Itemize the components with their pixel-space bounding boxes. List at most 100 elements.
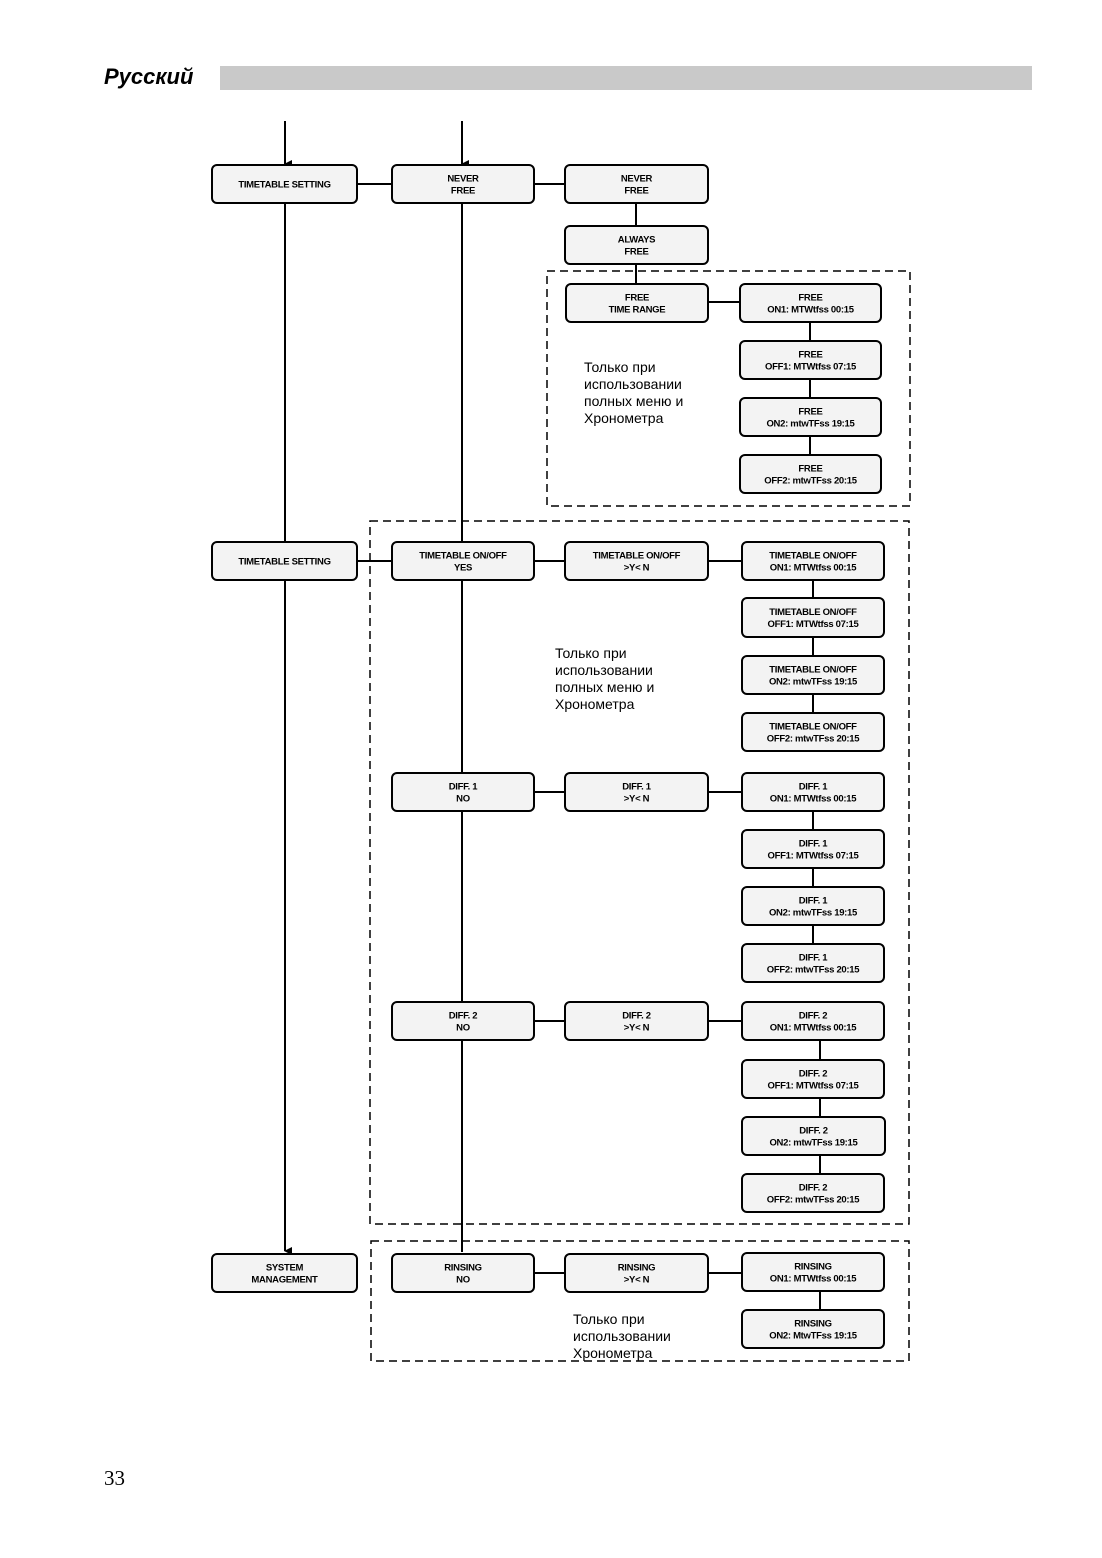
box-frame — [564, 1253, 709, 1293]
box-label-line: FREE — [624, 186, 648, 197]
box-label-line: OFF1: MTWtfss 07:15 — [765, 362, 857, 373]
box-label-line: TIMETABLE ON/OFF — [769, 665, 857, 676]
box-label-line: RINSING — [618, 1263, 656, 1274]
box-label-line: ON1: MTWtfss 00:15 — [770, 1023, 857, 1034]
box-timetable-setting-2: TIMETABLE SETTING — [211, 541, 358, 581]
box-frame — [741, 597, 885, 638]
box-label-line: DIFF. 2 — [622, 1011, 651, 1022]
box-frame — [211, 1253, 358, 1293]
box-frame — [741, 712, 885, 752]
note-line: полных меню и — [555, 679, 654, 695]
note-line: использовании — [584, 376, 682, 392]
box-label-line: TIMETABLE ON/OFF — [769, 607, 857, 618]
header-bar — [220, 66, 1032, 90]
box-label-line: FREE — [624, 247, 648, 258]
box-frame — [741, 1173, 885, 1213]
box-label-line: RINSING — [794, 1319, 832, 1330]
box-frame — [739, 454, 882, 494]
box-label-line: ALWAYS — [618, 235, 655, 246]
note-line: полных меню и — [584, 393, 683, 409]
box-frame — [741, 829, 885, 869]
timetable-group — [369, 520, 910, 1225]
box-frame — [741, 1309, 885, 1349]
language-label: Русский — [104, 64, 194, 89]
box-label-line: SYSTEM — [266, 1263, 304, 1274]
box-frame — [741, 655, 885, 695]
box-label-line: DIFF. 2 — [799, 1126, 828, 1137]
box-frame — [391, 1253, 535, 1293]
box-label-line: FREE — [451, 186, 475, 197]
rinsing-group — [370, 1240, 910, 1362]
box-label-line: ON2: mtwTFss 19:15 — [769, 908, 858, 919]
box-label-line: ON1: MTWtfss 00:15 — [770, 563, 857, 574]
box-frame — [564, 541, 709, 581]
box-label-line: DIFF. 2 — [449, 1011, 478, 1022]
page-number: 33 — [104, 1466, 125, 1490]
box-label-line: DIFF. 1 — [449, 782, 479, 793]
box-label-line: DIFF. 1 — [799, 839, 829, 850]
box-frame — [391, 772, 535, 812]
box-label-line: OFF2: mtwTFss 20:15 — [767, 1195, 861, 1206]
box-label-line: >Y< N — [624, 794, 650, 805]
box-rinsing-sel: RINSING>Y< N — [564, 1253, 709, 1293]
box-frame — [741, 772, 885, 812]
note-line: использовании — [573, 1328, 671, 1344]
box-label-line: NEVER — [621, 174, 653, 185]
box-frame — [741, 1001, 885, 1041]
box-label-line: NO — [456, 1275, 470, 1286]
box-label-line: ON2: mtwTFss 19:15 — [769, 1138, 858, 1149]
box-frame — [741, 1059, 885, 1099]
box-label-line: DIFF. 1 — [799, 896, 829, 907]
box-label-line: TIMETABLE SETTING — [238, 180, 330, 191]
box-label-line: NEVER — [447, 174, 479, 185]
note-line: Хронометра — [584, 410, 664, 426]
box-label-line: DIFF. 2 — [799, 1011, 828, 1022]
box-label-line: ON1: MTWtfss 00:15 — [767, 305, 854, 316]
box-timetable-onoff-sel: TIMETABLE ON/OFF>Y< N — [564, 541, 709, 581]
box-frame — [564, 164, 709, 204]
note-line: Только при — [555, 645, 627, 661]
box-label-line: OFF2: mtwTFss 20:15 — [767, 965, 861, 976]
box-label-line: RINSING — [444, 1263, 482, 1274]
box-label-line: FREE — [798, 293, 822, 304]
box-label-line: DIFF. 1 — [622, 782, 652, 793]
box-frame — [564, 1001, 709, 1041]
box-label-line: YES — [454, 563, 472, 574]
box-frame — [741, 943, 885, 983]
box-frame — [741, 1252, 885, 1292]
box-label-line: ON1: MTWtfss 00:15 — [770, 794, 857, 805]
box-label-line: ON1: MTWtfss 00:15 — [770, 1274, 857, 1285]
box-frame — [391, 541, 535, 581]
box-frame — [565, 283, 709, 323]
box-frame — [391, 1001, 535, 1041]
box-frame — [741, 1116, 886, 1156]
note-line: Только при — [573, 1311, 645, 1327]
box-label-line: TIMETABLE ON/OFF — [769, 551, 857, 562]
box-label-line: >Y< N — [624, 563, 650, 574]
box-frame — [564, 772, 709, 812]
box-timetable-setting-1: TIMETABLE SETTING — [211, 164, 358, 204]
